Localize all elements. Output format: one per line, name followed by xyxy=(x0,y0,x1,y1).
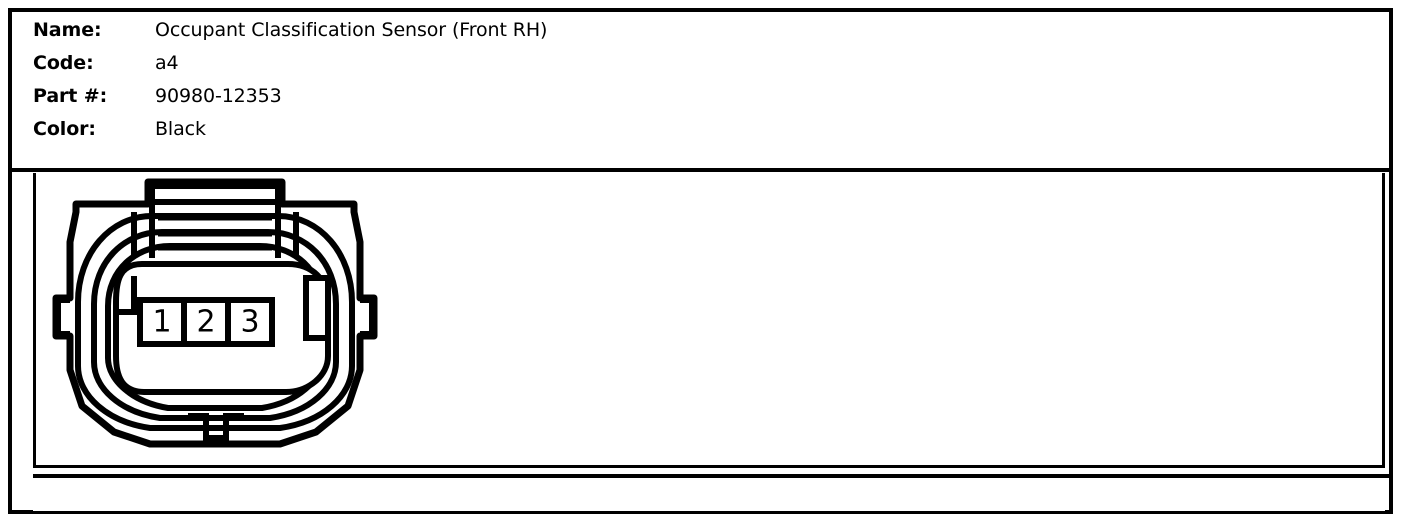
info-value-code: a4 xyxy=(155,52,179,74)
connector-latch-tab xyxy=(149,183,281,205)
pin-3-box xyxy=(225,297,275,347)
connector-face-svg: 1 2 3 xyxy=(52,178,378,448)
connector-latch-posts xyxy=(131,204,299,258)
connector-diagram: 1 2 3 xyxy=(30,170,400,470)
lower-strip-top-edge xyxy=(33,474,1393,478)
info-value-part-number: 90980-12353 xyxy=(155,85,282,107)
connector-bottom-notch xyxy=(188,413,244,441)
info-value-name: Occupant Classification Sensor (Front RH… xyxy=(155,19,548,41)
connector-mid-ring xyxy=(91,229,339,421)
connector-pin-1: 1 xyxy=(137,297,187,347)
lower-strip xyxy=(33,478,1385,511)
info-block: Name: Occupant Classification Sensor (Fr… xyxy=(33,14,1233,146)
connector-right-key xyxy=(303,275,331,341)
info-label-name: Name: xyxy=(33,19,102,41)
connector-latch-rails xyxy=(158,215,272,251)
pin-3-label: 3 xyxy=(240,305,259,340)
pin-2-label: 2 xyxy=(196,305,215,340)
info-row-part-number: Part #: 90980-12353 xyxy=(33,80,1233,113)
info-row-code: Code: a4 xyxy=(33,47,1233,80)
header-divider xyxy=(8,168,1393,172)
info-label-code: Code: xyxy=(33,52,94,74)
connector-side-notch-right xyxy=(360,297,375,337)
pin-1-label: 1 xyxy=(152,305,171,340)
info-label-color: Color: xyxy=(33,118,96,140)
connector-pin-group: 1 2 3 xyxy=(137,297,275,347)
info-label-part-number: Part #: xyxy=(33,85,108,107)
info-row-color: Color: Black xyxy=(33,113,1233,146)
info-value-color: Black xyxy=(155,118,206,140)
connector-pin-2: 2 xyxy=(181,297,231,347)
connector-side-notch-left xyxy=(55,297,70,337)
connector-pin-3: 3 xyxy=(225,297,275,347)
pin-2-box xyxy=(181,297,231,347)
info-row-name: Name: Occupant Classification Sensor (Fr… xyxy=(33,14,1233,47)
connector-housing-lip xyxy=(75,213,355,431)
connector-left-key xyxy=(116,276,137,315)
